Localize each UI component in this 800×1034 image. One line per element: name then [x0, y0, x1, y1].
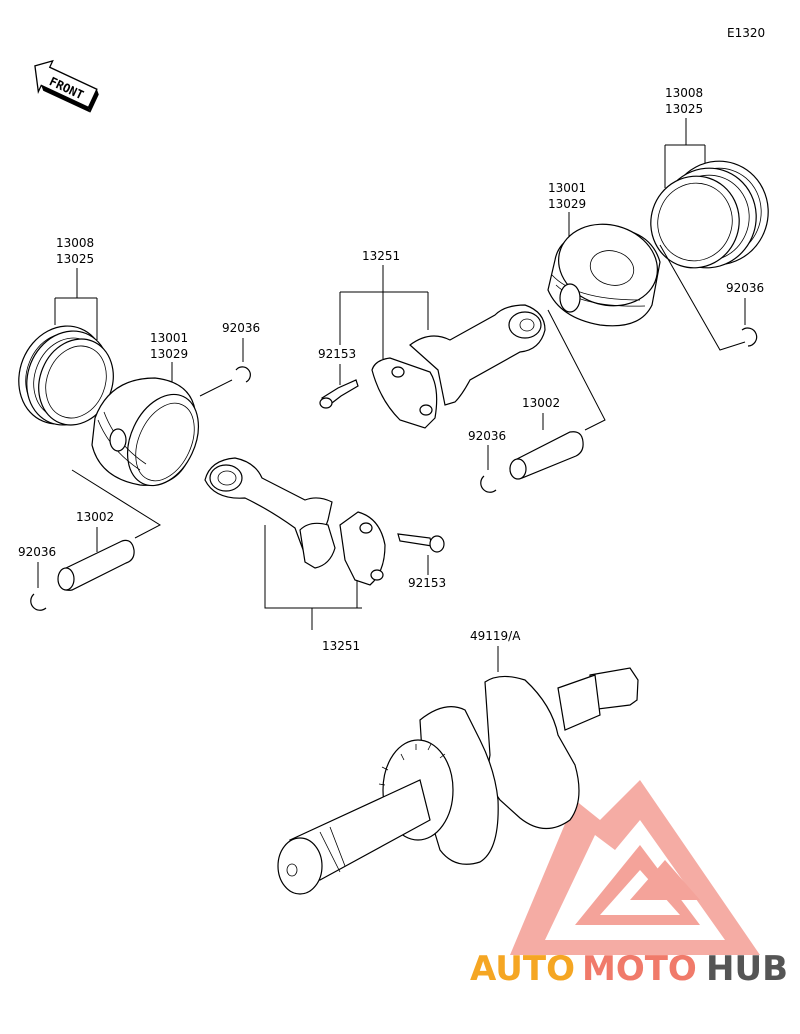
- ring-set-left-label-2: 13025: [56, 252, 94, 266]
- clip-left-upper-label: 92036: [222, 321, 260, 335]
- piston-ring-set-right: [650, 160, 769, 269]
- pin-right-label: 13002: [522, 396, 560, 410]
- piston-pin-left: [57, 539, 135, 591]
- piston-left-label-1: 13001: [150, 331, 188, 345]
- connecting-rod-right: [371, 304, 546, 429]
- bolt-right-label: 92153: [318, 347, 356, 361]
- rod-left-label: 13251: [322, 639, 360, 653]
- front-arrow-icon: FRONT: [34, 59, 99, 113]
- piston-right-label-1: 13001: [548, 181, 586, 195]
- bolt-left: [397, 533, 445, 553]
- ring-set-left-label-1: 13008: [56, 236, 94, 250]
- watermark-logo: [510, 780, 760, 955]
- rod-right-label: 13251: [362, 249, 400, 263]
- pin-left-label: 13002: [76, 510, 114, 524]
- connecting-rod-left: [204, 457, 386, 586]
- piston-pin-right: [509, 431, 584, 480]
- crankshaft: [277, 667, 639, 895]
- bolt-left-label: 92153: [408, 576, 446, 590]
- watermark-moto: MOTO: [582, 949, 697, 989]
- circlip-right-lower: [480, 475, 497, 493]
- ring-set-right-label-2: 13025: [665, 102, 703, 116]
- watermark-auto: AUTO: [470, 949, 575, 989]
- crankshaft-label: 49119/A: [470, 629, 521, 643]
- clip-left-lower-label: 92036: [18, 545, 56, 559]
- piston-ring-set-left: [18, 325, 114, 426]
- circlip-left-lower: [30, 593, 47, 611]
- watermark-text: AUTO MOTO HUB: [470, 949, 788, 989]
- ring-set-right-label-1: 13008: [665, 86, 703, 100]
- piston-left-label-2: 13029: [150, 347, 188, 361]
- clip-right-upper-label: 92036: [726, 281, 764, 295]
- circlip-right-upper: [741, 327, 758, 347]
- clip-right-lower-label: 92036: [468, 429, 506, 443]
- piston-left: [91, 377, 199, 487]
- piston-right-label-2: 13029: [548, 197, 586, 211]
- watermark-hub: HUB: [706, 949, 788, 989]
- piston-right: [547, 223, 661, 327]
- diagram-code: E1320: [727, 26, 765, 40]
- bolt-right: [319, 379, 359, 409]
- circlip-left-upper: [235, 366, 251, 383]
